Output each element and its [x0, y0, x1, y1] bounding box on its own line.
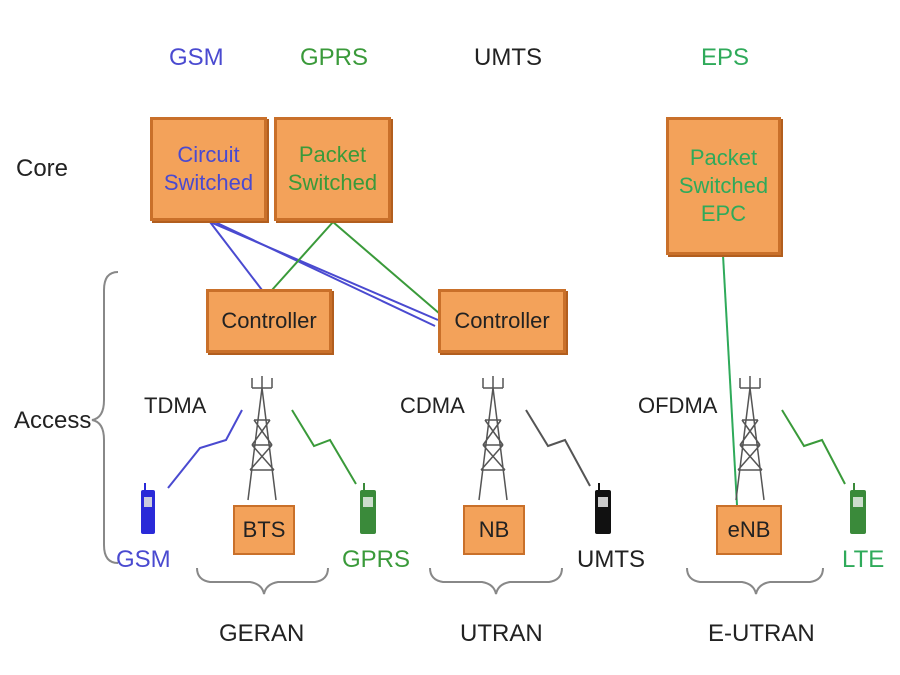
radio-link-gsm [167, 409, 243, 489]
nb-label: NB [478, 517, 510, 542]
link-packet-to-controller-left [271, 221, 334, 291]
brace-geran [196, 567, 329, 595]
radio-link-gprs [291, 409, 357, 485]
header-eps: EPS [701, 44, 750, 71]
controller-right-box: Controller [438, 289, 566, 353]
epc-line-2: Switched [678, 173, 769, 198]
ran-label-geran: GERAN [219, 620, 305, 647]
phone-icon-gsm [141, 483, 155, 534]
terminal-label-lte: LTE [842, 546, 885, 573]
epc-box: Packet Switched EPC [666, 117, 781, 255]
packet-switched-line-2: Switched [287, 170, 378, 195]
layer-label-access: Access [14, 407, 92, 434]
controller-right-label: Controller [454, 308, 550, 333]
nb-box: NB [463, 505, 525, 555]
tower-icon [478, 376, 508, 501]
link-epc-to-enb [722, 254, 738, 506]
controller-left-box: Controller [206, 289, 332, 353]
air-interface-ofdma: OFDMA [638, 393, 718, 418]
bts-box: BTS [233, 505, 295, 555]
ran-label-utran: UTRAN [460, 620, 543, 647]
bts-label: BTS [242, 517, 286, 542]
brace-eutran [686, 567, 824, 595]
packet-switched-box: Packet Switched [274, 117, 391, 221]
circuit-switched-box: Circuit Switched [150, 117, 267, 221]
controller-left-label: Controller [221, 308, 317, 333]
phone-icon-lte [850, 483, 866, 534]
circuit-switched-line-2: Switched [163, 170, 254, 195]
enb-label: eNB [727, 517, 771, 542]
terminal-label-umts: UMTS [577, 546, 645, 573]
air-interface-cdma: CDMA [400, 393, 465, 418]
ran-label-eutran: E-UTRAN [708, 620, 815, 647]
header-umts: UMTS [474, 44, 542, 71]
phone-icon-umts [595, 483, 611, 534]
air-interface-tdma: TDMA [144, 393, 207, 418]
circuit-switched-line-1: Circuit [177, 142, 240, 167]
header-gsm: GSM [169, 44, 224, 71]
tower-icon [735, 376, 765, 501]
link-circuit-to-controller-right-2 [214, 221, 436, 327]
packet-switched-line-1: Packet [298, 142, 367, 167]
terminal-label-gsm: GSM [116, 546, 171, 573]
layer-label-core: Core [16, 155, 69, 182]
epc-line-3: EPC [700, 201, 747, 226]
brace-utran [429, 567, 563, 595]
epc-line-1: Packet [689, 145, 758, 170]
radio-link-umts [525, 409, 591, 487]
link-packet-to-controller-right [332, 221, 441, 315]
terminal-label-gprs: GPRS [342, 546, 411, 573]
header-gprs: GPRS [300, 44, 369, 71]
access-brace [91, 271, 119, 564]
tower-icon [247, 376, 277, 501]
phone-icon-gprs [360, 483, 376, 534]
link-circuit-to-controller-left [209, 221, 263, 291]
radio-link-lte [781, 409, 846, 485]
enb-box: eNB [716, 505, 782, 555]
